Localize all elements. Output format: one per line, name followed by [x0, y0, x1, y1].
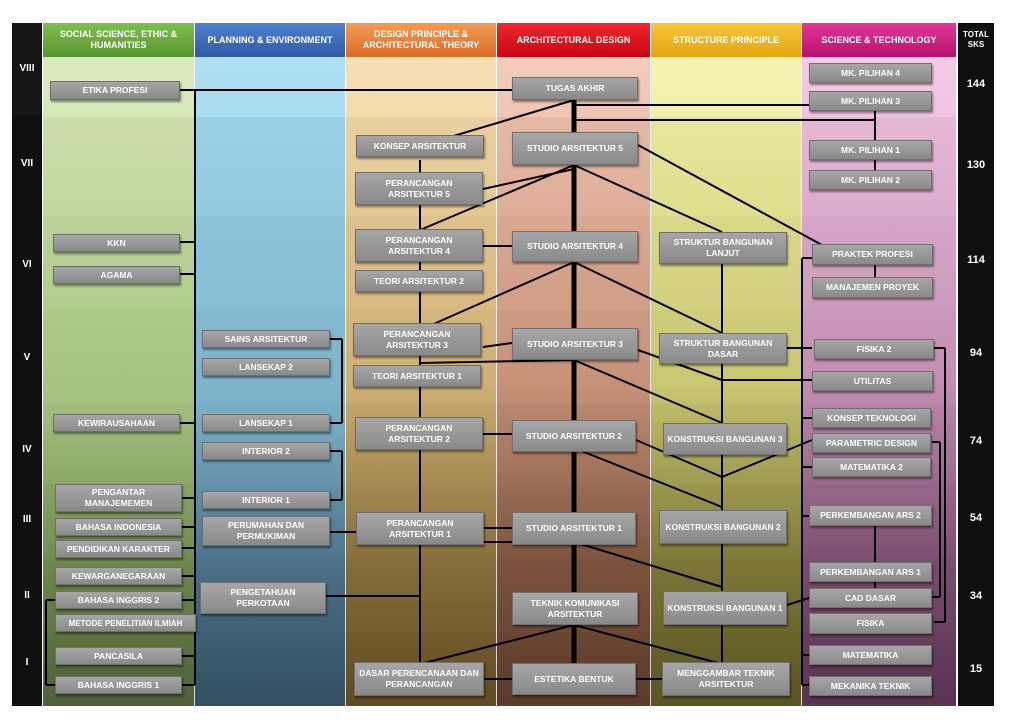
course-metode-penelitian[interactable]: METODE PENELITIAN ILMIAH	[55, 614, 196, 632]
course-mekanika-teknik[interactable]: MEKANIKA TEKNIK	[809, 676, 932, 696]
course-konstruksi-bangunan-3[interactable]: KONSTRUKSI BANGUNAN 3	[663, 423, 787, 455]
course-parametric-design[interactable]: PARAMETRIC DESIGN	[812, 433, 931, 453]
course-interior-2[interactable]: INTERIOR 2	[202, 442, 330, 460]
course-struktur-bangunan-dasar[interactable]: STRUKTUR BANGUNAN DASAR	[659, 333, 787, 364]
semester-label-v: V	[23, 352, 31, 363]
course-perancangan-arsitektur-5[interactable]: PERANCANGAN ARSITEKTUR 5	[355, 172, 483, 205]
sks-value-iv: 74	[969, 435, 983, 447]
course-studio-arsitektur-1[interactable]: STUDIO ARSITEKTUR 1	[512, 512, 636, 545]
semester-label-iv: IV	[22, 444, 32, 455]
course-utilitas[interactable]: UTILITAS	[812, 371, 933, 391]
header-arch: ARCHITECTURAL DESIGN	[497, 23, 650, 57]
course-cad-dasar[interactable]: CAD DASAR	[809, 588, 932, 608]
sks-strip	[958, 57, 994, 706]
course-kkn[interactable]: KKN	[53, 234, 180, 252]
course-konsep-arsitektur[interactable]: KONSEP ARSITEKTUR	[356, 135, 484, 157]
course-pengetahuan-perkotaan[interactable]: PENGETAHUAN PERKOTAAN	[200, 582, 326, 614]
semester-label-vii: VII	[20, 158, 34, 169]
header-science: SCIENCE & TECHNOLOGY	[802, 23, 956, 57]
course-teori-arsitektur-1[interactable]: TEORI ARSITEKTUR 1	[353, 365, 481, 387]
course-bahasa-indonesia[interactable]: BAHASA INDONESIA	[55, 518, 182, 536]
course-bahasa-inggris-1[interactable]: BAHASA INGGRIS 1	[55, 676, 182, 694]
semester-strip	[12, 23, 42, 706]
course-struktur-bangunan-lanjut[interactable]: STRUKTUR BANGUNAN LANJUT	[659, 232, 787, 264]
semester-label-ii: II	[24, 590, 30, 601]
course-mk-pilihan-3[interactable]: MK. PILIHAN 3	[809, 91, 932, 111]
course-perancangan-arsitektur-2[interactable]: PERANCANGAN ARSITEKTUR 2	[355, 417, 483, 450]
course-dasar-perencanaan[interactable]: DASAR PERENCANAAN DAN PERANCANGAN	[354, 662, 484, 696]
header-structure: STRUCTURE PRINCIPLE	[651, 23, 801, 57]
semester-label-i: I	[25, 657, 29, 668]
sks-value-ii: 34	[969, 590, 983, 602]
course-fisika[interactable]: FISIKA	[809, 613, 932, 634]
course-etika-profesi[interactable]: ETIKA PROFESI	[50, 81, 180, 100]
course-perancangan-arsitektur-4[interactable]: PERANCANGAN ARSITEKTUR 4	[355, 229, 483, 262]
course-konstruksi-bangunan-2[interactable]: KONSTRUKSI BANGUNAN 2	[659, 510, 787, 544]
semester-cell-viii	[12, 23, 42, 115]
header-planning: PLANNING & ENVIRONMENT	[195, 23, 345, 57]
course-lansekap-1[interactable]: LANSEKAP 1	[202, 414, 330, 432]
course-pancasila[interactable]: PANCASILA	[55, 647, 182, 665]
course-bahasa-inggris-2[interactable]: BAHASA INGGRIS 2	[55, 591, 182, 609]
course-teknik-komunikasi[interactable]: TEKNIK KOMUNIKASI ARSITEKTUR	[512, 592, 638, 625]
course-perancangan-arsitektur-1[interactable]: PERANCANGAN ARSITEKTUR 1	[356, 512, 484, 545]
course-perkembangan-ars-1[interactable]: PERKEMBANGAN ARS 1	[809, 562, 932, 582]
course-interior-1[interactable]: INTERIOR 1	[202, 491, 330, 509]
course-agama[interactable]: AGAMA	[53, 266, 180, 284]
course-kewarganegaraan[interactable]: KEWARGANEGARAAN	[55, 567, 182, 585]
course-perancangan-arsitektur-3[interactable]: PERANCANGAN ARSITEKTUR 3	[353, 323, 481, 356]
course-studio-arsitektur-4[interactable]: STUDIO ARSITEKTUR 4	[512, 231, 638, 262]
header-social: SOCIAL SCIENCE, ETHIC & HUMANITIES	[43, 23, 194, 57]
course-pengantar-manajemen[interactable]: PENGANTAR MANAJEMEMEN	[55, 484, 182, 512]
course-perumahan-permukiman[interactable]: PERUMAHAN DAN PERMUKIMAN	[202, 516, 330, 546]
header-design: DESIGN PRINCIPLE & ARCHITECTURAL THEORY	[346, 23, 496, 57]
course-mk-pilihan-2[interactable]: MK. PILIHAN 2	[809, 170, 932, 190]
course-matematika[interactable]: MATEMATIKA	[809, 645, 932, 665]
course-lansekap-2[interactable]: LANSEKAP 2	[202, 358, 330, 376]
course-menggambar-teknik[interactable]: MENGGAMBAR TEKNIK ARSITEKTUR	[662, 662, 790, 696]
course-fisika-2[interactable]: FISIKA 2	[814, 339, 934, 359]
sks-value-i: 15	[969, 663, 983, 675]
course-perkembangan-ars-2[interactable]: PERKEMBANGAN ARS 2	[809, 505, 932, 526]
course-mk-pilihan-4[interactable]: MK. PILIHAN 4	[809, 63, 932, 83]
sks-value-vi: 114	[967, 254, 985, 266]
course-pendidikan-karakter[interactable]: PENDIDIKAN KARAKTER	[55, 540, 182, 558]
header-total-sks: TOTAL SKS	[958, 23, 994, 57]
semester-label-viii: VIII	[19, 63, 35, 74]
course-konstruksi-bangunan-1[interactable]: KONSTRUKSI BANGUNAN 1	[663, 591, 787, 625]
course-kewirausahaan[interactable]: KEWIRAUSAHAAN	[53, 414, 180, 432]
course-estetika-bentuk[interactable]: ESTETIKA BENTUK	[512, 663, 636, 695]
course-studio-arsitektur-3[interactable]: STUDIO ARSITEKTUR 3	[512, 328, 638, 360]
course-studio-arsitektur-5[interactable]: STUDIO ARSITEKTUR 5	[512, 132, 638, 165]
course-manajemen-proyek[interactable]: MANAJEMEN PROYEK	[812, 277, 933, 298]
course-studio-arsitektur-2[interactable]: STUDIO ARSITEKTUR 2	[512, 420, 636, 452]
semester-label-iii: III	[22, 514, 32, 525]
course-matematika-2[interactable]: MATEMATIKA 2	[812, 457, 931, 477]
sks-value-v: 94	[969, 347, 983, 359]
semester-label-vi: VI	[22, 259, 32, 270]
course-mk-pilihan-1[interactable]: MK. PILIHAN 1	[809, 140, 932, 160]
course-praktek-profesi[interactable]: PRAKTEK PROFESI	[812, 244, 933, 265]
course-teori-arsitektur-2[interactable]: TEORI ARSITEKTUR 2	[355, 270, 483, 292]
course-sains-arsitektur[interactable]: SAINS ARSITEKTUR	[202, 330, 330, 348]
sks-value-vii: 130	[966, 159, 986, 171]
course-tugas-akhir[interactable]: TUGAS AKHIR	[512, 77, 638, 100]
sks-value-iii: 54	[969, 512, 983, 524]
sks-value-viii: 144	[966, 78, 986, 90]
course-konsep-teknologi[interactable]: KONSEP TEKNOLOGI	[812, 408, 931, 428]
